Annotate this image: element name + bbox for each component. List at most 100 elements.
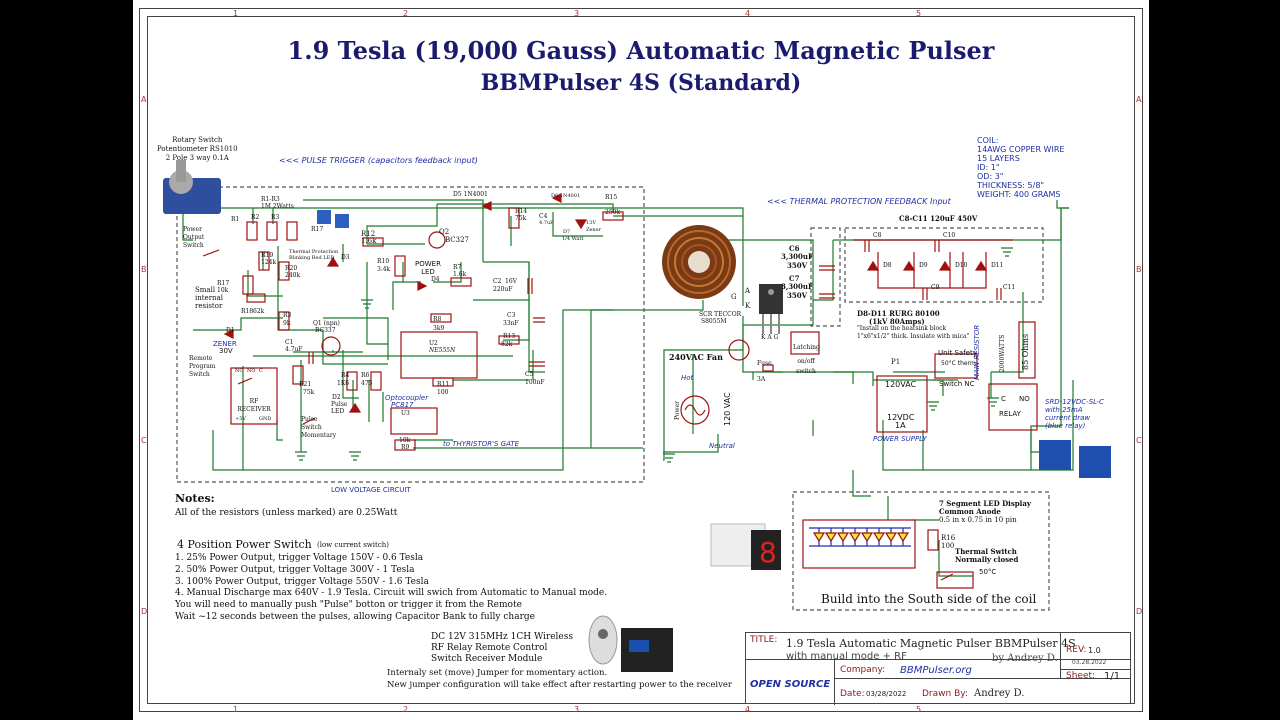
note-item: 4. Manual Discharge max 640V - 1.9 Tesla… <box>175 588 608 599</box>
d2-label: D2 <box>332 394 341 401</box>
power-sw-line: Switch <box>183 242 204 249</box>
scr-k: K <box>745 302 751 310</box>
relay-spec: SRD-12VDC-SL-C with 25mA current draw (b… <box>1045 398 1104 430</box>
note-item: 3. 100% Power Output, trigger Voltage 55… <box>175 576 429 587</box>
jumper-line: New jumper configuration will take effec… <box>387 680 732 690</box>
r3-label: R3 <box>271 214 280 221</box>
tb-subtitle: with manual mode + RF <box>786 651 907 662</box>
main-resistor-value: 85 Ohms <box>1021 333 1030 370</box>
c6-label: C6 <box>789 244 800 253</box>
zone-col-3: 3 <box>574 9 580 18</box>
rotary-line: Potentiometer RS1010 <box>157 145 238 153</box>
jumper-line: Internaly set (move) Jumper for momentar… <box>387 668 608 678</box>
q2-value: BC327 <box>445 236 469 244</box>
rotary-line: Rotary Switch <box>172 136 223 144</box>
rotary-switch-image <box>163 160 221 214</box>
fuse-value: 3A <box>757 376 766 383</box>
r15-value: 250k <box>605 209 621 216</box>
rf-pin-5v: +5V <box>235 416 246 422</box>
relay-label: RELAY <box>999 410 1021 418</box>
r17-r23-label: R17 <box>311 226 324 233</box>
d5-label: D5 1N4001 <box>453 191 488 198</box>
scr-image <box>759 284 783 334</box>
d7-label: D7 <box>563 229 571 235</box>
c11-label: C11 <box>1003 284 1016 291</box>
c9-label: C9 <box>931 284 940 291</box>
r21-label: R21 <box>299 381 312 388</box>
power-sw-line: Power <box>183 226 202 233</box>
q1-label: Q1 (npn) <box>313 320 340 327</box>
c2-label: C2 <box>493 278 502 285</box>
neutral-label: Neutral <box>709 442 735 450</box>
d7-value: 13V <box>586 220 596 226</box>
jumper-note: Internaly set (move) Jumper for momentar… <box>387 667 732 691</box>
onoff-line: switch <box>796 368 816 375</box>
d7-zener: Zener <box>586 227 602 233</box>
power-switch-label: Power Output Switch <box>183 226 204 250</box>
p1-label: P1 <box>891 358 901 366</box>
r13-label: R13 <box>503 333 516 340</box>
scr-label: SCR TECCOR <box>699 311 742 318</box>
remote-module-line: DC 12V 315MHz 1CH Wireless <box>431 632 573 642</box>
coil-spec: COIL: 14AWG COPPER WIRE 15 LAYERS ID: 1"… <box>977 136 1064 199</box>
remote-module-label: DC 12V 315MHz 1CH Wireless RF Relay Remo… <box>431 632 573 665</box>
c3-value: 33nF <box>503 320 519 327</box>
zone-col-4: 4 <box>745 9 751 18</box>
c1-label: C1 <box>285 339 294 346</box>
psu-amps: 1A <box>895 421 906 430</box>
remote-line: Remote <box>189 355 213 362</box>
trimmer-image <box>317 210 349 228</box>
rf-pin-c: C <box>259 368 263 374</box>
c6-c7-box <box>810 227 841 327</box>
scr-g: G <box>731 293 737 301</box>
pulse-sw-line: Momentary <box>301 432 337 439</box>
note-item: 1. 25% Power Output, trigger Voltage 150… <box>175 553 424 563</box>
tb-rev-label: REV: <box>1066 645 1087 655</box>
r2-label: R2 <box>251 214 260 221</box>
power-led-line: POWER <box>415 260 441 268</box>
rf-pin-gnd: GND <box>259 416 272 422</box>
d7-watt: 1/4 Watt <box>562 236 584 242</box>
c8-label: C8 <box>873 232 882 239</box>
r3b-label: R3 <box>283 312 292 319</box>
notes-heading: Notes: <box>175 492 215 505</box>
tb-title: 1.9 Tesla Automatic Magnetic Pulser BBMP… <box>786 637 1076 650</box>
u3-label: U3 <box>401 410 410 417</box>
small-res-line: resistor <box>195 302 223 310</box>
r17-label: R17 <box>217 280 230 287</box>
zone-row-b-right: B <box>1136 265 1142 274</box>
tb-sheet: 1/1 <box>1104 671 1121 682</box>
zone-col-5: 5 <box>916 9 922 18</box>
remote-switch-label: Remote Program Switch <box>189 355 216 379</box>
switch-nc-label: Switch NC <box>939 380 975 388</box>
r11-label: R11 <box>437 381 450 388</box>
r20-label: R20 <box>285 265 298 272</box>
r12-value: 1.6k <box>361 237 377 245</box>
relay-image <box>1039 440 1111 478</box>
title-line-1: 1.9 Tesla (19,000 Gauss) Automatic Magne… <box>287 36 995 65</box>
fan-label: 240VAC Fan <box>669 352 723 362</box>
r21-value: 75k <box>303 389 315 396</box>
pulse-trigger-label: <<< PULSE TRIGGER (capacitors feedback i… <box>279 156 478 165</box>
tb-sheet-label: Sheet: <box>1066 671 1096 681</box>
volts-label: 120 VAC <box>723 392 732 426</box>
r14-label: R14 <box>515 208 528 215</box>
seven-segment-image: 8 <box>710 523 781 570</box>
d1-zener: ZENER <box>213 340 237 348</box>
r13-value: 82k <box>501 341 513 348</box>
psu-label: POWER SUPPLY <box>873 435 927 443</box>
remote-line: Switch <box>189 371 210 378</box>
coil-line: ID: 1" <box>977 163 1000 172</box>
remote-module-line: Switch Receiver Module <box>431 654 543 664</box>
tb-by: by Andrey D. <box>992 653 1058 664</box>
r12-label: R12 <box>361 230 376 238</box>
main-resistor-watts: 2000WATTS <box>999 334 1006 372</box>
thermal-sw-line: Thermal Switch <box>955 547 1017 556</box>
pulse-sw-line: Pulse <box>301 416 318 423</box>
r3b-value: 9k <box>283 320 291 327</box>
r7-label: R7 <box>453 264 462 271</box>
notes-resistors: All of the resistors (unless marked) are… <box>175 508 398 518</box>
sheet-border <box>139 8 1143 712</box>
note-item: Wait ~12 seconds between the pulses, all… <box>175 611 535 622</box>
zone-row-a: A <box>141 95 147 104</box>
